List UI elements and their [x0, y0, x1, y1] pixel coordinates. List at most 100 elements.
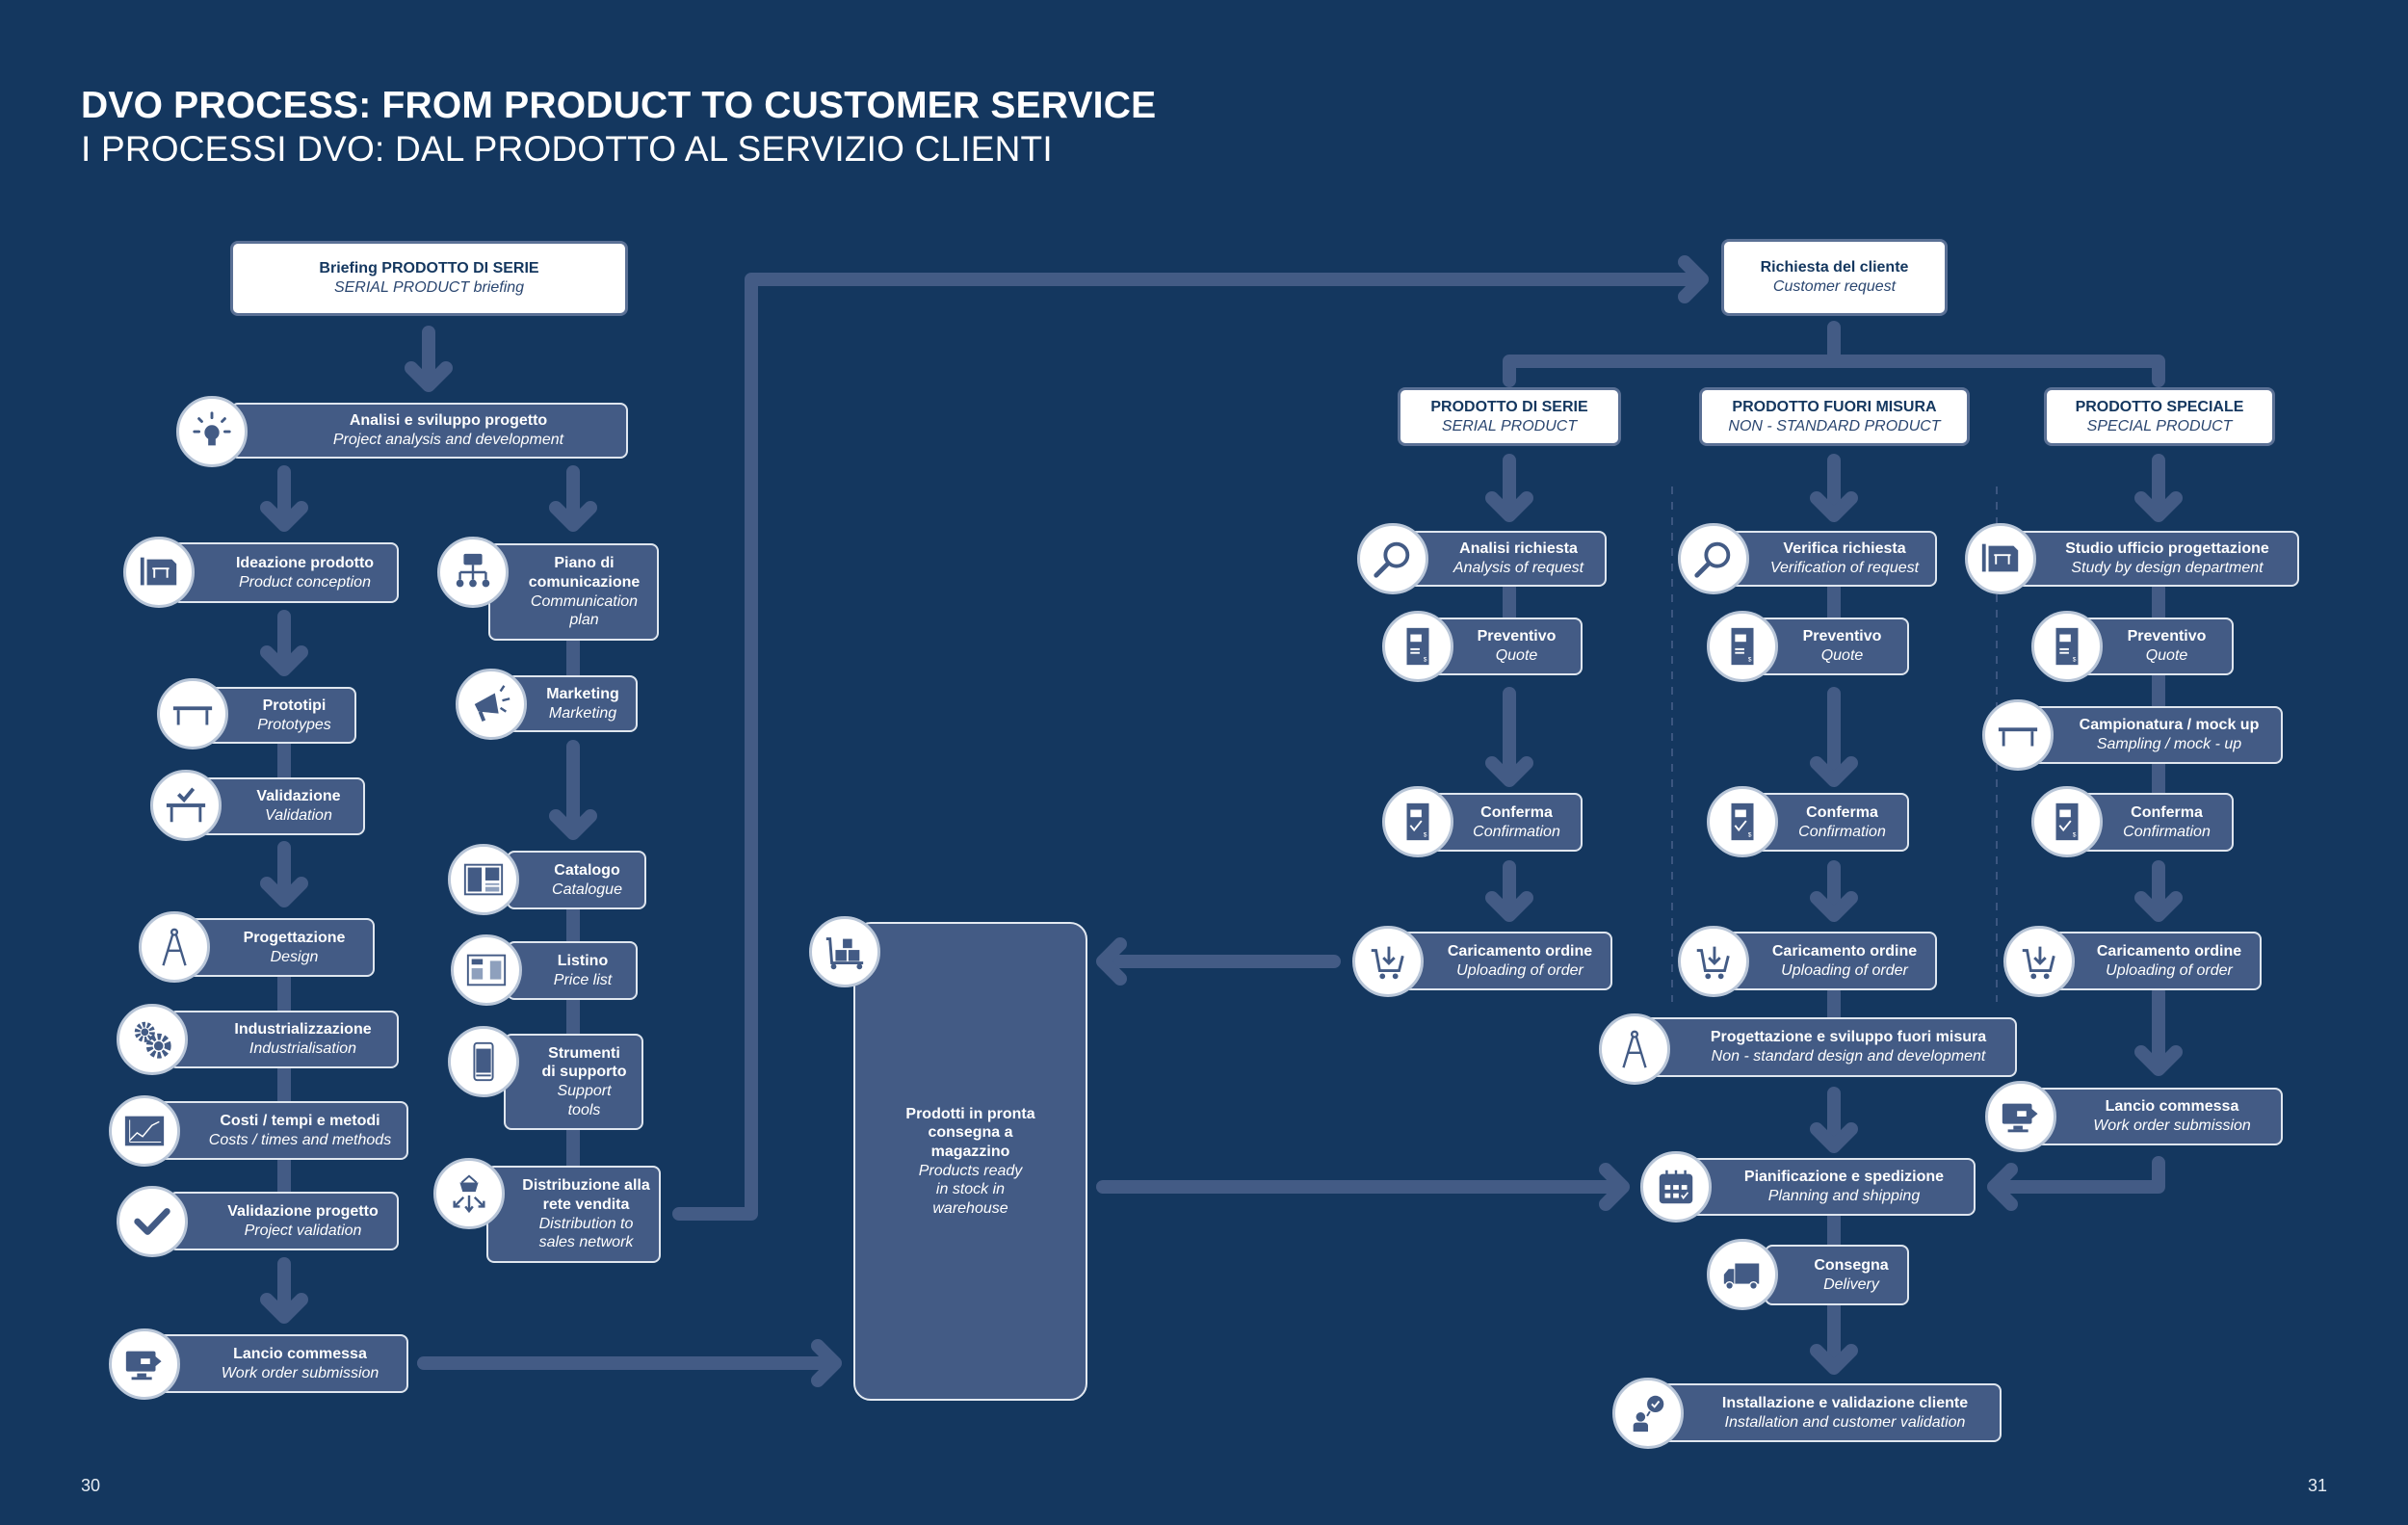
cart-download-icon [1678, 926, 1749, 997]
connector [672, 273, 1704, 1221]
svg-text:$: $ [2073, 656, 2077, 663]
chart-board-icon [109, 1095, 180, 1167]
step-support-tools: Strumenti di supporto Support tools [504, 1034, 643, 1130]
header-serial-product: PRODOTTO DI SERIE SERIAL PRODUCT [1398, 387, 1621, 446]
node-title: Caricamento ordine [2096, 942, 2242, 960]
table-check-icon [150, 770, 222, 841]
step-non-standard-design: Progettazione e sviluppo fuori misura No… [1641, 1017, 2017, 1077]
connector [1992, 1156, 2165, 1194]
smartphone-icon [448, 1026, 519, 1097]
step-project-validation: Validazione progetto Project validation [169, 1192, 399, 1250]
magnifier-icon [1357, 523, 1428, 594]
step-marketing: Marketing Marketing [507, 675, 638, 732]
node-title: Lancio commessa [2105, 1098, 2239, 1116]
step-delivery: Consegna Delivery [1765, 1245, 1909, 1305]
svg-text:$: $ [1748, 831, 1752, 838]
step-study-design-department: Studio ufficio progettazione Study by de… [1997, 531, 2299, 587]
compass-icon [1599, 1013, 1670, 1085]
node-subtitle: Non - standard design and development [1711, 1048, 1986, 1065]
node-subtitle: Analysis of request [1453, 560, 1584, 576]
node-title: Conferma [1806, 803, 1878, 821]
svg-text:$: $ [1424, 831, 1427, 838]
node-title: Conferma [2131, 803, 2203, 821]
truck-icon [1707, 1239, 1778, 1310]
node-subtitle: Support tools [557, 1083, 612, 1118]
node-title: Lancio commessa [233, 1345, 367, 1362]
svg-text:$: $ [1424, 656, 1427, 663]
node-subtitle: Project analysis and development [332, 432, 564, 448]
step-design: Progettazione Design [181, 918, 375, 977]
quote-document-icon: $ [2031, 611, 2103, 682]
node-subtitle: Confirmation [1473, 823, 1560, 840]
node-subtitle: Uploading of order [1456, 961, 1584, 979]
monitor-arrow-icon [109, 1328, 180, 1400]
connector [1503, 355, 2165, 387]
node-title: Briefing PRODOTTO DI SERIE [319, 260, 539, 277]
step-uploading-order-non-standard: Caricamento ordine Uploading of order [1719, 932, 1937, 990]
node-subtitle: Study by design department [2071, 560, 2264, 576]
node-title: PRODOTTO DI SERIE [1430, 398, 1588, 415]
step-distribution-sales-network: Distribuzione alla rete vendita Distribu… [486, 1166, 661, 1263]
confirmation-document-icon: $ [1707, 786, 1778, 857]
node-subtitle: SERIAL PRODUCT briefing [333, 279, 525, 296]
node-subtitle: Project validation [244, 1222, 362, 1239]
svg-text:$: $ [2073, 831, 2077, 838]
node-subtitle: Prototypes [257, 716, 331, 733]
step-sampling-mock-up: Campionatura / mock up Sampling / mock -… [2023, 706, 2283, 764]
node-subtitle: NON - STANDARD PRODUCT [1728, 417, 1941, 434]
step-product-conception: Ideazione prodotto Product conception [172, 542, 399, 603]
node-title: Prototipi [262, 697, 327, 714]
node-title: Consegna [1814, 1256, 1889, 1274]
node-subtitle: Quote [1820, 647, 1864, 664]
step-verification-of-request: Verifica richiesta Verification of reque… [1719, 531, 1937, 587]
node-subtitle: Verification of request [1769, 560, 1920, 576]
org-chart-icon [437, 537, 509, 608]
node-title: Progettazione e sviluppo fuori misura [1710, 1029, 1987, 1046]
node-title: Analisi e sviluppo progetto [349, 412, 548, 430]
node-title: Preventivo [1802, 628, 1882, 645]
node-subtitle: Distribution to sales network [538, 1215, 634, 1251]
node-subtitle: Catalogue [552, 881, 622, 898]
header-special-product: PRODOTTO SPECIALE SPECIAL PRODUCT [2044, 387, 2275, 446]
node-title: Caricamento ordine [1447, 942, 1593, 960]
node-title: Distribuzione alla rete vendita [522, 1177, 650, 1213]
node-title: Validazione progetto [227, 1202, 379, 1220]
lightbulb-icon [176, 396, 248, 467]
quote-document-icon: $ [1382, 611, 1453, 682]
node-title: Conferma [1480, 803, 1553, 821]
node-title: Campionatura / mock up [2079, 717, 2260, 734]
checkmark-icon [117, 1186, 188, 1257]
quote-document-icon: $ [1707, 611, 1778, 682]
step-uploading-order-special: Caricamento ordine Uploading of order [2044, 932, 2262, 990]
step-validation: Validazione Validation [199, 777, 365, 835]
node-title: Validazione [256, 788, 341, 805]
analysis-node: Analisi e sviluppo progetto Project anal… [230, 403, 628, 459]
warehouse-stock-node: Prodotti in pronta consegna a magazzino … [853, 922, 1087, 1401]
cart-download-icon [1352, 926, 1424, 997]
node-title: Listino [557, 952, 609, 969]
gears-icon [117, 1004, 188, 1075]
node-subtitle: Installation and customer validation [1724, 1413, 1966, 1431]
monitor-arrow-icon [1985, 1081, 2056, 1152]
node-subtitle: Uploading of order [1781, 961, 1908, 979]
step-work-order-submission-special: Lancio commessa Work order submission [2023, 1088, 2283, 1145]
node-subtitle: Costs / times and methods [208, 1131, 392, 1148]
node-subtitle: Validation [265, 807, 332, 824]
step-uploading-order-serial: Caricamento ordine Uploading of order [1395, 932, 1612, 990]
node-title: Preventivo [1477, 628, 1557, 645]
page-number-left: 30 [81, 1476, 101, 1495]
node-title: Studio ufficio progettazione [2065, 540, 2269, 558]
step-industrialisation: Industrializzazione Industrialisation [169, 1011, 399, 1068]
step-confirmation-special: Conferma Confirmation [2071, 793, 2234, 852]
node-subtitle: Communication plan [530, 592, 639, 629]
node-subtitle: SERIAL PRODUCT [1441, 417, 1578, 434]
node-title: Analisi richiesta [1459, 540, 1578, 558]
blueprint-icon [123, 537, 195, 608]
compass-icon [139, 911, 210, 983]
cart-download-icon [2003, 926, 2075, 997]
node-subtitle: SPECIAL PRODUCT [2086, 417, 2233, 434]
step-price-list: Listino Price list [507, 941, 638, 1000]
node-subtitle: Uploading of order [2106, 961, 2233, 979]
node-subtitle: Customer request [1772, 278, 1897, 295]
node-subtitle: Marketing [548, 704, 617, 722]
